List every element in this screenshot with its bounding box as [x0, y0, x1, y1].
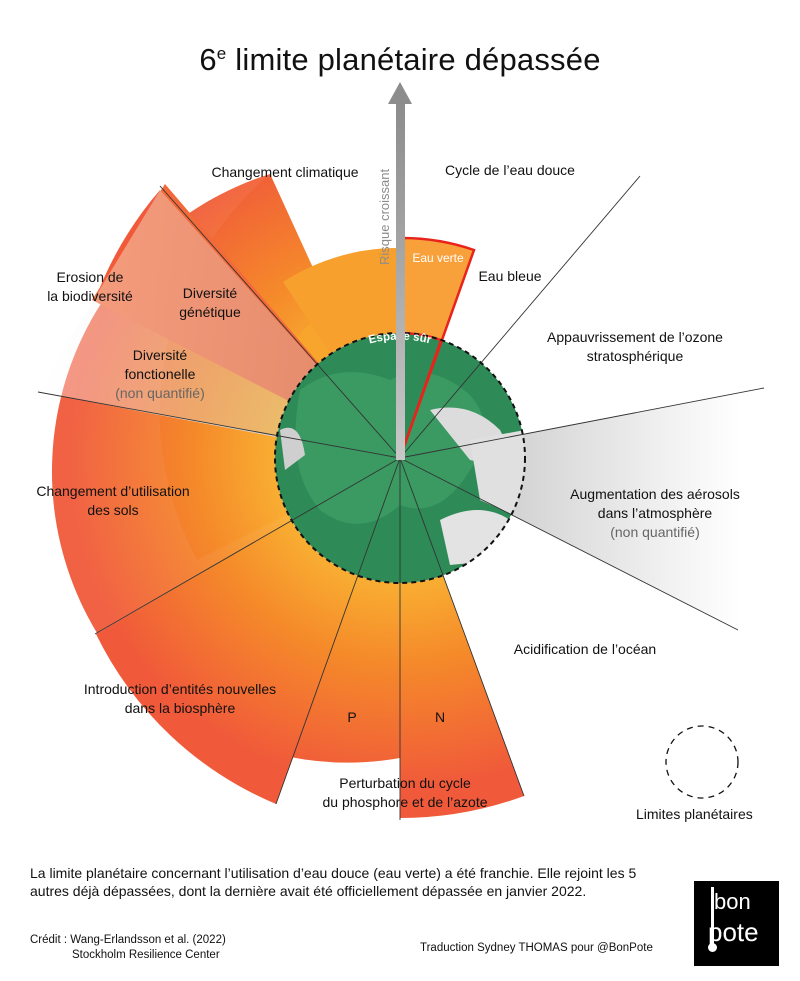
risk-arrow-label: Risque croissant: [377, 169, 392, 265]
credit: Crédit : Wang-Erlandsson et al. (2022) S…: [30, 934, 226, 961]
sector-dividers: [37, 175, 765, 820]
label-nitrogen: N: [434, 709, 446, 725]
earth-globe: [275, 333, 525, 583]
label-aerosols: Augmentation des aérosols dans l’atmosph…: [570, 486, 740, 540]
risk-arrow: [388, 82, 412, 460]
page-title: 6e limite planétaire dépassée: [199, 42, 601, 77]
label-freshwater-cycle: Cycle de l’eau douce: [445, 162, 575, 178]
label-land-use-change: Changement d’utilisation des sols: [36, 483, 190, 518]
label-phosphorus: P: [347, 709, 357, 725]
bonpote-logo: bon pote: [694, 881, 779, 966]
green-water-label: Eau verte: [412, 251, 464, 265]
label-biogeochemical-flows: Perturbation du cycle du phosphore et de…: [322, 775, 488, 810]
label-ocean-acidification: Acidification de l’océan: [513, 641, 657, 657]
legend-boundary-icon: [665, 725, 739, 799]
label-novel-entities: Introduction d’entités nouvelles dans la…: [83, 681, 277, 716]
caption: La limite planétaire concernant l’utilis…: [30, 865, 637, 899]
translation-credit: Traduction Sydney THOMAS pour @BonPote: [420, 942, 653, 954]
label-climate-change: Changement climatique: [211, 164, 359, 180]
label-genetic-diversity: Diversité génétique: [179, 285, 241, 320]
label-functional-diversity: Diversité fonctionelle (non quantifié): [115, 347, 205, 401]
label-biodiversity-erosion: Erosion de la biodiversité: [47, 269, 133, 304]
label-ozone-depletion: Appauvrissement de l’ozone stratosphériq…: [547, 329, 723, 364]
legend-label: Limites planétaires: [636, 806, 753, 822]
label-blue-water: Eau bleue: [478, 268, 542, 284]
